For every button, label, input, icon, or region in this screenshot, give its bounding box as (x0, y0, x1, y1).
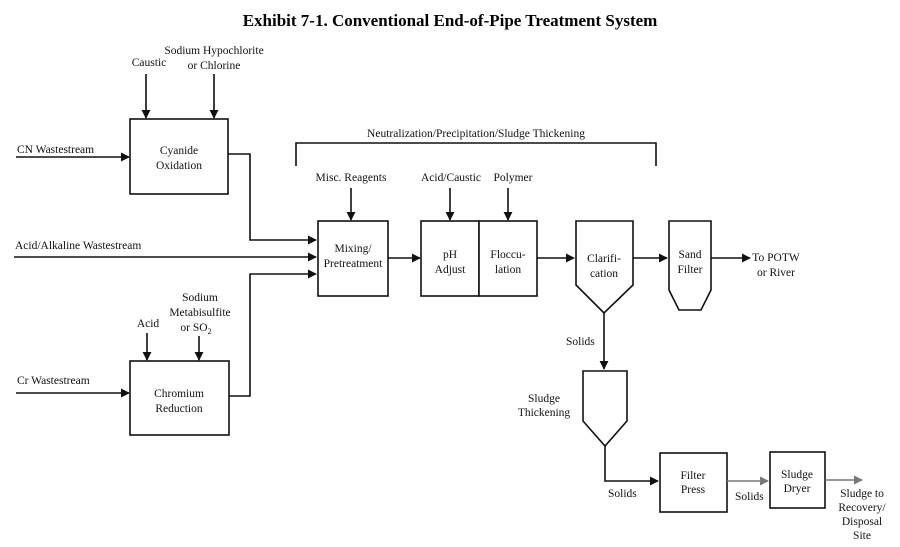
cn-wastestream-label: CN Wastestream (17, 144, 94, 156)
sludge-thickening-tank (582, 370, 628, 448)
solids-label-3: Solids (735, 491, 764, 503)
page-title: Exhibit 7-1. Conventional End-of-Pipe Tr… (243, 11, 658, 30)
recovery-label-line2: Recovery/ (838, 502, 886, 514)
chromium-reduction-label-line1: Chromium (154, 388, 204, 400)
metabisulfite-label-line3: or SO2 (180, 322, 211, 336)
sludge-thickening-label-line2: Thickening (518, 407, 571, 419)
filter-press-label-line1: Filter (681, 470, 706, 482)
recovery-label-line4: Site (853, 530, 871, 542)
polymer-label: Polymer (494, 172, 533, 184)
flocculation-label-line2: lation (495, 264, 521, 276)
chromium-reduction-label-line2: Reduction (155, 403, 203, 415)
potw-label-line2: or River (757, 267, 795, 279)
recovery-label-line3: Disposal (842, 516, 882, 528)
sand-filter-label-line1: Sand (679, 249, 702, 261)
cyanide-oxidation-box (129, 118, 229, 195)
cyanide-oxidation-label-line2: Oxidation (156, 160, 202, 172)
acid-caustic-label: Acid/Caustic (421, 172, 481, 184)
thickening-to-filter-press-arrow (604, 446, 659, 486)
ph-adjust-label-line2: Adjust (435, 264, 466, 276)
clarification-tank (575, 220, 634, 315)
sludge-dryer-label-line2: Dryer (784, 483, 811, 495)
mixing-pretreatment-label-line1: Mixing/ (334, 243, 372, 255)
caustic-label: Caustic (132, 57, 167, 69)
cr-wastestream-label: Cr Wastestream (17, 375, 90, 387)
sand-filter-label-line2: Filter (678, 264, 703, 276)
flocculation-label-line1: Floccu- (490, 249, 525, 261)
filter-press-label-line2: Press (681, 484, 706, 496)
filter-press-box (659, 452, 728, 513)
cyanide-to-mixing-arrow (228, 153, 317, 245)
misc-reagents-label: Misc. Reagents (316, 172, 387, 184)
metabisulfite-label-line2: Metabisulfite (169, 307, 230, 319)
solids-label-1: Solids (566, 336, 595, 348)
clarification-label-line2: cation (590, 268, 618, 280)
hypochlorite-label-line1: Sodium Hypochlorite (164, 45, 263, 57)
sludge-dryer-label-line1: Sludge (781, 469, 813, 481)
mixing-pretreatment-label-line2: Pretreatment (324, 258, 384, 270)
sludge-thickening-label-line1: Sludge (528, 393, 560, 405)
sand-filter (668, 220, 712, 311)
neutralization-bracket-label: Neutralization/Precipitation/Sludge Thic… (367, 128, 585, 140)
hypochlorite-label-line2: or Chlorine (188, 60, 241, 72)
ph-adjust-box (420, 220, 480, 297)
acid-alkaline-wastestream-label: Acid/Alkaline Wastestream (15, 240, 141, 252)
flocculation-box (478, 220, 538, 297)
recovery-label-line1: Sludge to (840, 488, 884, 500)
chromium-to-mixing-arrow (229, 269, 317, 397)
solids-label-2: Solids (608, 488, 637, 500)
cyanide-oxidation-label-line1: Cyanide (160, 145, 198, 157)
neutralization-bracket (295, 142, 657, 166)
ph-adjust-label-line1: pH (443, 249, 457, 261)
clarification-label-line1: Clarifi- (587, 253, 621, 265)
potw-label-line1: To POTW (752, 252, 800, 264)
metabisulfite-label-line1: Sodium (182, 292, 218, 304)
chromium-reduction-box (129, 360, 230, 436)
acid-label: Acid (137, 318, 160, 330)
sludge-dryer-box (769, 451, 826, 509)
